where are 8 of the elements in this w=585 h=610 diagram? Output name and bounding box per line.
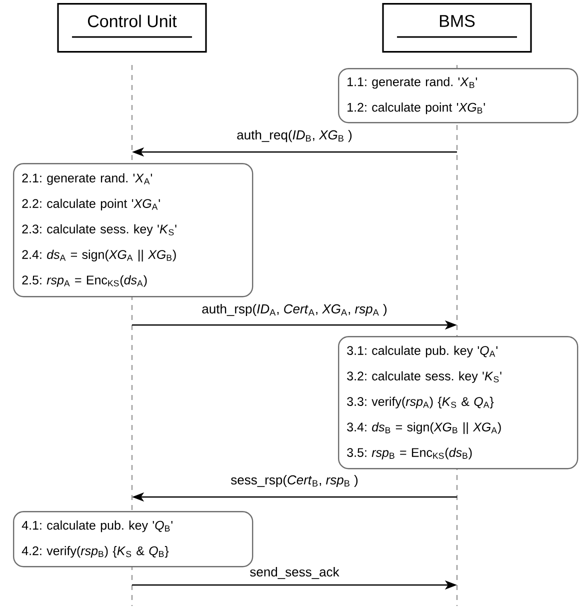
note-box: 3.1: calculate pub. key 'Q$_{A}$' 3.2: calculate sess. key 'K$_{S}$' 3.3: verify(rsp$_{A}$) {K$_{S}$ & Q$_{A}$} 3.4: ds$_{B}$ = sign(XG$_{B}$ || XG$_{A}$) 3.5: rsp$_{B}$ = Enc$_{KS}$(ds$_{B}$) [338, 336, 578, 470]
message-label: auth_req(ID$_{B}$, XG$_{B}$ ) [237, 130, 352, 142]
message-label: sess_rsp(Cert$_{B}$, rsp$_{B}$ ) [231, 474, 358, 488]
message-label: send_sess_ack [250, 567, 340, 579]
note-box: 4.1: calculate pub. key 'Q$_{B}$' 4.2: verify(rsp$_{B}$) {K$_{S}$ & Q$_{B}$} [13, 511, 254, 568]
note-box: 2.1: generate rand. 'X$_{A}$' 2.2: calculate point 'XG$_{A}$' 2.3: calculate sess. key 'K$_{S}$' 2.4: ds$_{A}$ = sign(XG$_{A}$ || XG$_{B}$) 2.5: rsp$_{A}$ = Enc$_{KS}$(ds$_{A}$) [13, 163, 254, 298]
note-box: 1.1: generate rand. 'X$_{B}$' 1.2: calculate point 'XG$_{B}$' [338, 68, 578, 124]
message-label: auth_rsp(ID$_{A}$, Cert$_{A}$, XG$_{A}$, rsp$_{A}$ ) [202, 304, 387, 316]
